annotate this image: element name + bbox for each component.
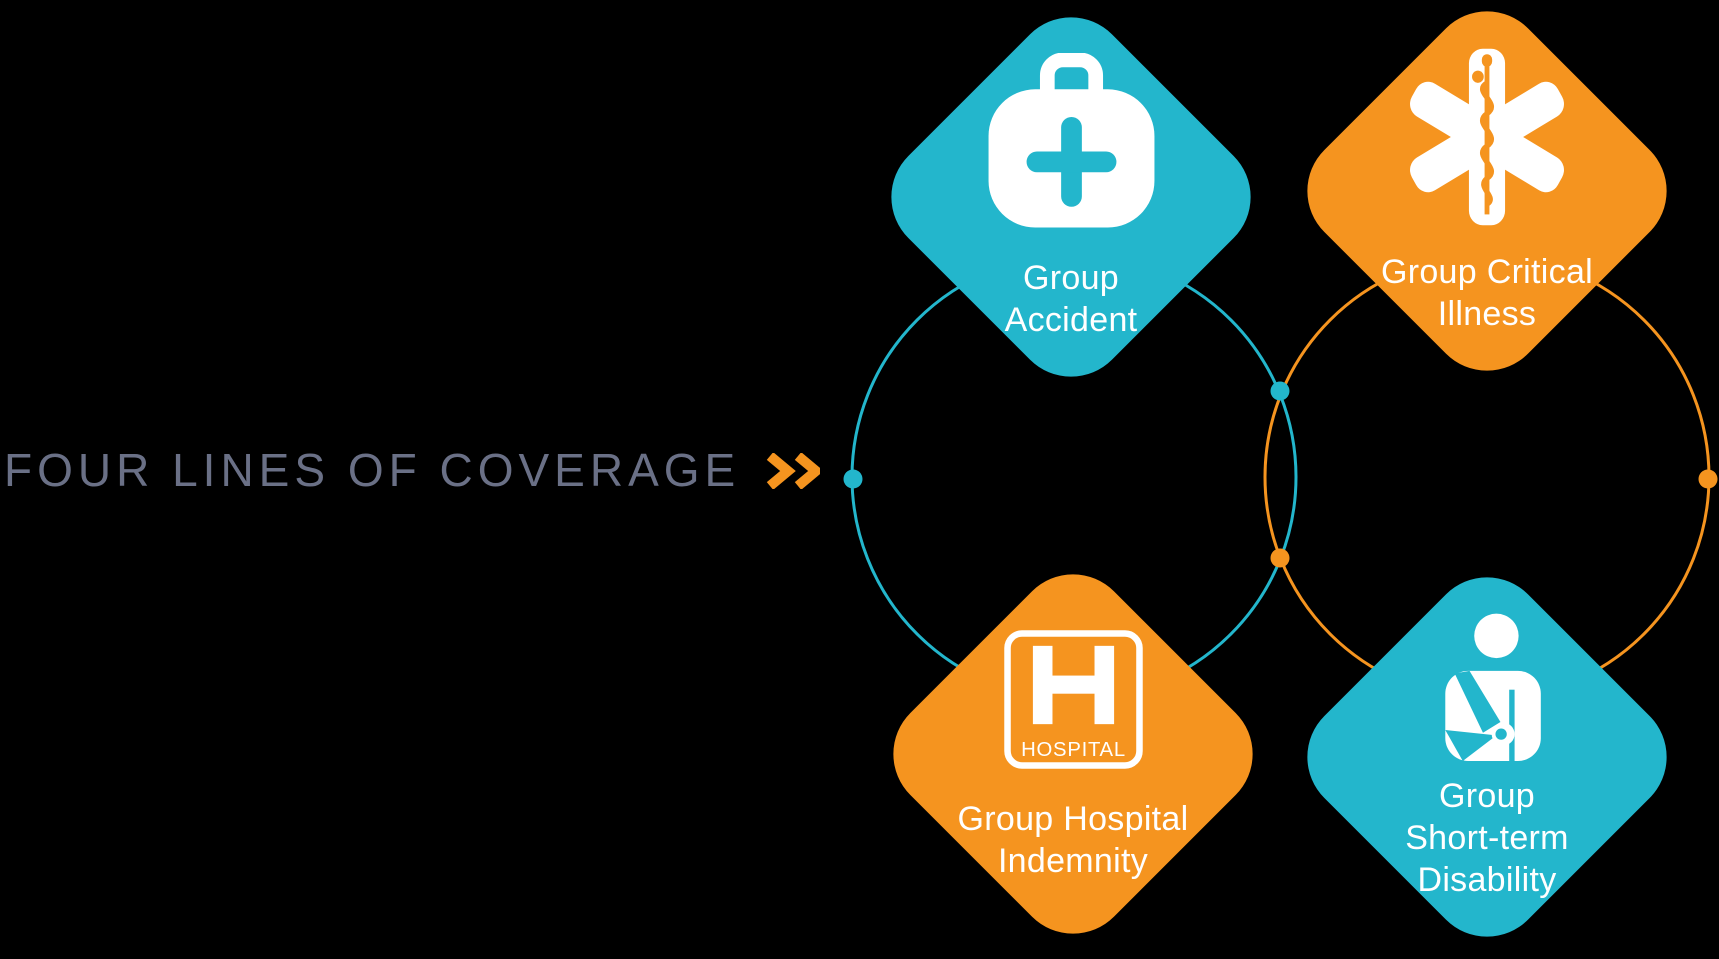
- card-content: HOSPITAL Group Hospital Indemnity: [929, 610, 1217, 898]
- card-group-hospital-indemnity: HOSPITAL Group Hospital Indemnity: [869, 550, 1277, 958]
- card-label-line: Group: [1023, 259, 1119, 297]
- card-content: Group Accident: [927, 53, 1215, 341]
- card-label-line: Group: [1439, 777, 1535, 815]
- card-label-line: Short-term: [1405, 819, 1569, 857]
- headline: FOUR LINES OF COVERAGE: [4, 444, 821, 496]
- first-aid-kit-icon: [988, 53, 1154, 228]
- teal-dot-left: [843, 469, 863, 489]
- double-chevron-right-icon: [767, 453, 821, 489]
- card-label-line: Illness: [1437, 295, 1537, 333]
- card-label-line: Accident: [1004, 301, 1138, 339]
- card-group-critical-illness: Group Critical Illness: [1283, 0, 1691, 395]
- card-label: Group Accident: [1005, 257, 1138, 341]
- arm-in-sling-icon: [1445, 613, 1541, 761]
- star-of-life-icon: [1410, 48, 1564, 226]
- card-content: Group Short-term Disability: [1343, 613, 1631, 901]
- card-content: Group Critical Illness: [1343, 47, 1631, 335]
- headline-text: FOUR LINES OF COVERAGE: [4, 444, 741, 496]
- card-label: Group Hospital Indemnity: [958, 798, 1189, 882]
- card-label-line: Group Critical: [1380, 253, 1594, 291]
- card-group-short-term-disability: Group Short-term Disability: [1283, 553, 1691, 959]
- orange-dot-right: [1698, 469, 1718, 489]
- card-label: Group Critical Illness: [1381, 251, 1593, 335]
- hospital-sign-text: HOSPITAL: [1021, 739, 1126, 761]
- card-group-accident: Group Accident: [867, 0, 1275, 401]
- card-label-line: Disability: [1417, 861, 1557, 899]
- hospital-sign-icon: HOSPITAL: [1003, 629, 1143, 769]
- orange-dot-bottom-intersection: [1270, 548, 1290, 568]
- card-label: Group Short-term Disability: [1405, 775, 1569, 901]
- rod-of-asclepius-icon: [1472, 54, 1494, 215]
- card-label-line: Group Hospital: [957, 799, 1189, 838]
- teal-dot-top-intersection: [1270, 381, 1290, 401]
- card-label-line: Indemnity: [997, 841, 1149, 880]
